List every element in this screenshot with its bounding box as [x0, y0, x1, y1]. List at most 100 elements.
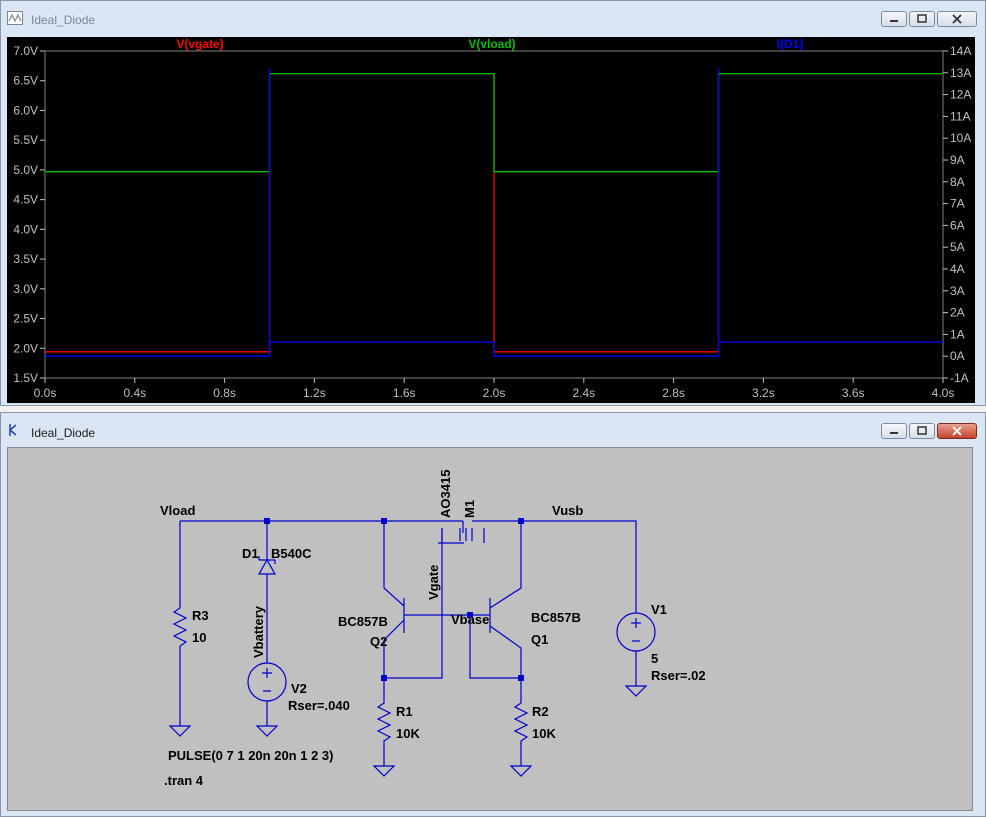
tran-directive[interactable]: .tran 4	[164, 773, 204, 788]
x-tick-label: 1.2s	[303, 386, 326, 400]
junction-dots	[264, 518, 524, 681]
y-left-tick-label: 7.0V	[13, 44, 38, 58]
x-tick-label: 3.2s	[752, 386, 775, 400]
y-left-tick-label: 5.0V	[13, 163, 38, 177]
y-right-tick-label: 9A	[950, 153, 965, 167]
y-left-tick-label: 6.5V	[13, 74, 38, 88]
x-tick-label: 0.4s	[123, 386, 146, 400]
trace-label-id1[interactable]: I(D1)	[777, 37, 804, 51]
y-right-tick-label: 3A	[950, 284, 965, 298]
source-symbols	[262, 618, 641, 692]
close-icon	[952, 14, 962, 24]
y-right-tick-label: 8A	[950, 175, 965, 189]
x-tick-label: 4.0s	[932, 386, 955, 400]
pulse-directive[interactable]: PULSE(0 7 1 20n 20n 1 2 3)	[168, 748, 333, 763]
x-tick-label: 0.8s	[213, 386, 236, 400]
y-left-tick-label: 1.5V	[13, 371, 38, 385]
v1-rser[interactable]: Rser=.02	[651, 668, 706, 683]
schematic-wires	[168, 520, 656, 777]
waveform-window: Ideal_Diode V(vgate) V(vload) I(D1) 7.0V…	[0, 0, 986, 406]
y-right-tick-label: 10A	[950, 131, 971, 145]
q2-name[interactable]: Q2	[370, 634, 387, 649]
y-right-tick-label: 7A	[950, 197, 965, 211]
trace-line-vload	[45, 72, 943, 173]
waveform-plot-area[interactable]: V(vgate) V(vload) I(D1) 7.0V 6.5V 6.0V 5.5V…	[7, 37, 975, 403]
minimize-icon	[890, 432, 898, 434]
q1-name[interactable]: Q1	[531, 632, 548, 647]
y-left-tick-label: 5.5V	[13, 133, 38, 147]
y-left-tick-label: 4.5V	[13, 193, 38, 207]
x-tick-label: 2.0s	[483, 386, 506, 400]
v2-name[interactable]: V2	[291, 681, 307, 696]
y-left-tick-label: 6.0V	[13, 103, 38, 117]
restore-icon	[917, 426, 927, 435]
m1-value[interactable]: AO3415	[438, 470, 453, 518]
plot-traces	[45, 68, 943, 357]
minimize-button[interactable]	[881, 423, 907, 439]
x-tick-label: 2.4s	[572, 386, 595, 400]
y-right-tick-label: 12A	[950, 88, 971, 102]
close-icon	[952, 426, 962, 436]
waveform-window-title: Ideal_Diode	[31, 13, 96, 27]
net-label-vgate[interactable]: Vgate	[426, 565, 441, 600]
schematic-window: Ideal_Diode	[0, 412, 986, 817]
trace-label-vgate[interactable]: V(vgate)	[176, 37, 223, 51]
schematic-window-title: Ideal_Diode	[31, 426, 96, 440]
q1-value[interactable]: BC857B	[531, 610, 581, 625]
y-left-tick-label: 3.0V	[13, 282, 38, 296]
r3-name[interactable]: R3	[192, 608, 209, 623]
d1-name[interactable]: D1	[242, 546, 259, 561]
schematic-window-controls	[879, 423, 977, 441]
y-right-tick-label: 11A	[950, 109, 970, 123]
y-right-tick-label: -1A	[950, 371, 969, 385]
restore-button[interactable]	[909, 11, 935, 27]
waveform-chart[interactable]: V(vgate) V(vload) I(D1) 7.0V 6.5V 6.0V 5.5V…	[7, 37, 975, 403]
waveform-app-icon	[7, 11, 23, 25]
y-left-tick-label: 2.0V	[13, 341, 38, 355]
net-label-vbattery[interactable]: Vbattery	[251, 605, 266, 658]
schematic-app-icon	[9, 424, 17, 436]
r2-value[interactable]: 10K	[532, 726, 556, 741]
x-tick-label: 3.6s	[842, 386, 865, 400]
net-label-vload[interactable]: Vload	[160, 503, 195, 518]
restore-icon	[917, 14, 927, 23]
d1-value[interactable]: B540C	[271, 546, 312, 561]
v1-name[interactable]: V1	[651, 602, 667, 617]
r3-value[interactable]: 10	[192, 630, 206, 645]
y-left-tick-label: 2.5V	[13, 312, 38, 326]
restore-button[interactable]	[909, 423, 935, 439]
r1-value[interactable]: 10K	[396, 726, 420, 741]
y-right-tick-label: 13A	[950, 66, 971, 80]
schematic-titlebar[interactable]: Ideal_Diode	[1, 413, 985, 447]
x-tick-label: 2.8s	[662, 386, 685, 400]
v2-rser[interactable]: Rser=.040	[288, 698, 350, 713]
net-label-vbase[interactable]: Vbase	[451, 612, 489, 627]
trace-line-id1	[45, 68, 943, 357]
waveform-titlebar[interactable]: Ideal_Diode	[1, 1, 985, 35]
close-button[interactable]	[937, 423, 977, 439]
schematic-canvas[interactable]: Vload Vusb Vgate Vbase Vbattery D1 B540C…	[7, 447, 973, 811]
y-right-tick-label: 14A	[950, 44, 971, 58]
x-tick-label: 0.0s	[34, 386, 57, 400]
y-left-tick-label: 4.0V	[13, 222, 38, 236]
x-tick-label: 1.6s	[393, 386, 416, 400]
net-label-vusb[interactable]: Vusb	[552, 503, 583, 518]
q2-value[interactable]: BC857B	[338, 614, 388, 629]
schematic-labels: Vload Vusb Vgate Vbase Vbattery D1 B540C…	[160, 470, 706, 788]
r2-name[interactable]: R2	[532, 704, 549, 719]
plot-axes: 7.0V 6.5V 6.0V 5.5V 5.0V 4.5V 4.0V 3.5V 3.0V 2.5V…	[13, 44, 971, 400]
y-right-tick-label: 0A	[950, 349, 965, 363]
minimize-icon	[890, 20, 898, 22]
r1-name[interactable]: R1	[396, 704, 413, 719]
m1-name[interactable]: M1	[462, 500, 477, 518]
close-button[interactable]	[937, 11, 977, 27]
y-left-tick-label: 3.5V	[13, 252, 38, 266]
waveform-window-controls	[879, 11, 977, 29]
minimize-button[interactable]	[881, 11, 907, 27]
y-right-tick-label: 6A	[950, 218, 965, 232]
v1-value[interactable]: 5	[651, 651, 658, 666]
trace-label-vload[interactable]: V(vload)	[468, 37, 515, 51]
y-right-tick-label: 5A	[950, 240, 965, 254]
schematic-diagram[interactable]: Vload Vusb Vgate Vbase Vbattery D1 B540C…	[8, 448, 972, 810]
y-right-tick-label: 2A	[950, 306, 965, 320]
